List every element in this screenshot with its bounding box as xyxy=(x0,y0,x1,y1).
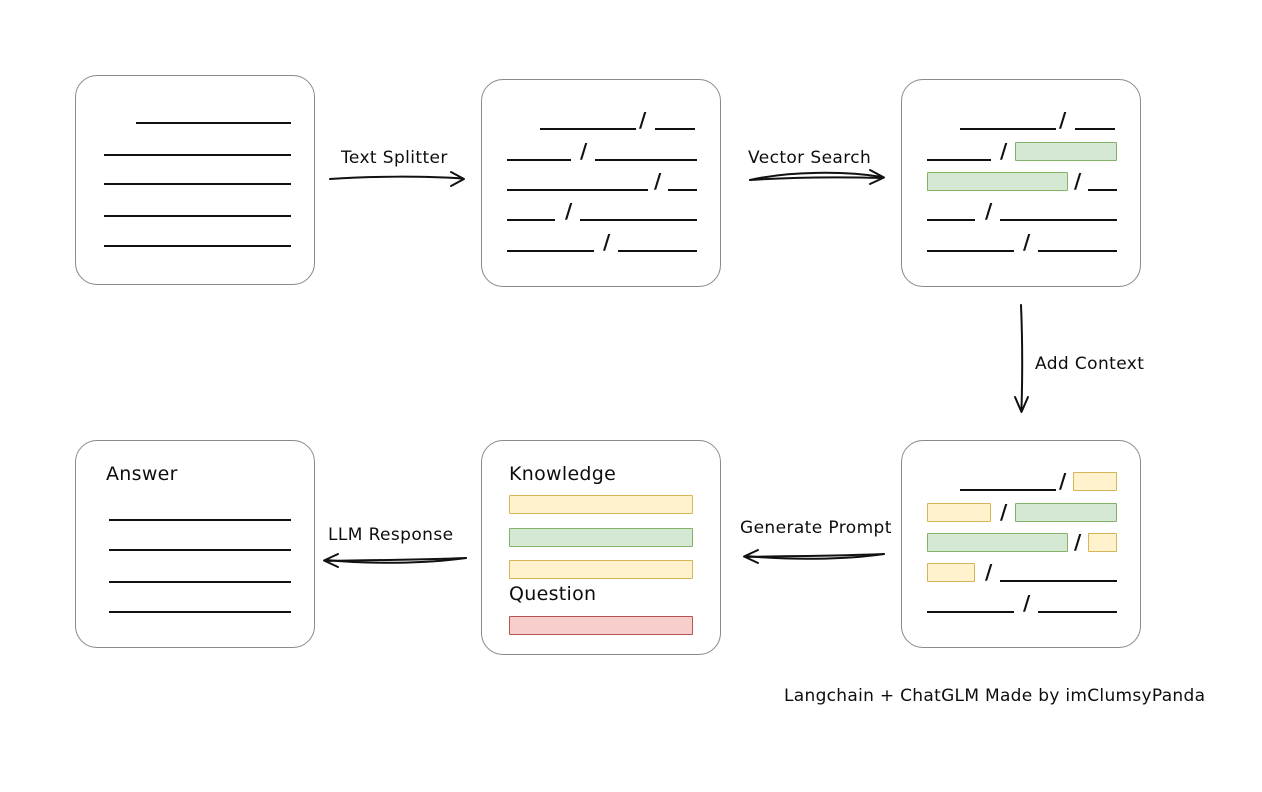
retrieved-chunk-green[interactable] xyxy=(927,172,1068,191)
chunk-line xyxy=(1000,219,1117,221)
chunk-line xyxy=(507,159,571,161)
question-chunk-red[interactable] xyxy=(509,616,693,635)
chunk-line xyxy=(595,159,697,161)
chunk-line xyxy=(540,128,636,130)
chunk-line xyxy=(1038,250,1117,252)
separator-slash: / xyxy=(580,139,588,163)
separator-slash: / xyxy=(1023,230,1031,254)
question-title: Question xyxy=(509,583,597,605)
chunk-line xyxy=(1000,580,1117,582)
context-document-box[interactable]: / / / / / xyxy=(901,440,1141,648)
diagram-caption: Langchain + ChatGLM Made by imClumsyPand… xyxy=(784,686,1206,706)
text-line xyxy=(109,581,291,583)
chunk-line xyxy=(927,159,991,161)
separator-slash: / xyxy=(1074,169,1082,193)
arrow-text-splitter xyxy=(329,171,465,187)
separator-slash: / xyxy=(1000,500,1008,524)
separator-slash: / xyxy=(985,199,993,223)
context-chunk-green[interactable] xyxy=(927,533,1068,552)
text-line xyxy=(104,154,291,156)
chunk-line xyxy=(1075,128,1115,130)
text-line xyxy=(109,611,291,613)
knowledge-chunk-green[interactable] xyxy=(509,528,693,547)
context-chunk-yellow[interactable] xyxy=(927,563,975,582)
separator-slash: / xyxy=(1059,108,1067,132)
chunk-line xyxy=(960,128,1056,130)
chunk-line xyxy=(507,189,648,191)
answer-title: Answer xyxy=(106,463,178,485)
chunk-line xyxy=(507,250,594,252)
text-line xyxy=(109,549,291,551)
arrow-generate-prompt xyxy=(743,549,885,564)
chunk-line xyxy=(618,250,697,252)
chunk-line xyxy=(927,219,975,221)
text-line xyxy=(104,245,291,247)
chunk-line xyxy=(1038,611,1117,613)
separator-slash: / xyxy=(654,169,662,193)
separator-slash: / xyxy=(1059,469,1067,493)
text-line xyxy=(136,122,291,124)
separator-slash: / xyxy=(1023,591,1031,615)
arrow-label-text-splitter: Text Splitter xyxy=(341,148,448,168)
separator-slash: / xyxy=(1000,139,1008,163)
chunk-line xyxy=(960,489,1056,491)
chunk-line xyxy=(668,189,697,191)
chunk-line xyxy=(1088,189,1117,191)
chunk-line xyxy=(927,611,1014,613)
split-document-box[interactable]: / / / / / xyxy=(481,79,721,287)
text-line xyxy=(104,183,291,185)
text-line xyxy=(104,215,291,217)
chunk-line xyxy=(580,219,697,221)
context-chunk-green[interactable] xyxy=(1015,503,1117,522)
retrieved-chunk-green[interactable] xyxy=(1015,142,1117,161)
arrow-label-llm-response: LLM Response xyxy=(328,525,454,545)
separator-slash: / xyxy=(1074,530,1082,554)
separator-slash: / xyxy=(603,230,611,254)
arrow-label-add-context: Add Context xyxy=(1035,354,1145,374)
text-line xyxy=(109,519,291,521)
context-chunk-yellow[interactable] xyxy=(927,503,991,522)
knowledge-chunk-yellow[interactable] xyxy=(509,495,693,514)
knowledge-title: Knowledge xyxy=(509,463,617,485)
arrow-add-context xyxy=(1014,304,1029,413)
arrow-label-generate-prompt: Generate Prompt xyxy=(740,518,892,538)
chunk-line xyxy=(927,250,1014,252)
chunk-line xyxy=(655,128,695,130)
prompt-box[interactable]: Knowledge Question xyxy=(481,440,721,655)
arrow-vector-search xyxy=(749,169,885,185)
context-chunk-yellow[interactable] xyxy=(1088,533,1117,552)
knowledge-chunk-yellow[interactable] xyxy=(509,560,693,579)
separator-slash: / xyxy=(639,108,647,132)
arrow-label-vector-search: Vector Search xyxy=(748,148,872,168)
context-chunk-yellow[interactable] xyxy=(1073,472,1117,491)
arrow-llm-response xyxy=(323,553,467,568)
separator-slash: / xyxy=(565,199,573,223)
source-document-box[interactable] xyxy=(75,75,315,285)
answer-box[interactable]: Answer xyxy=(75,440,315,648)
retrieved-document-box[interactable]: / / / / / xyxy=(901,79,1141,287)
chunk-line xyxy=(507,219,555,221)
separator-slash: / xyxy=(985,560,993,584)
